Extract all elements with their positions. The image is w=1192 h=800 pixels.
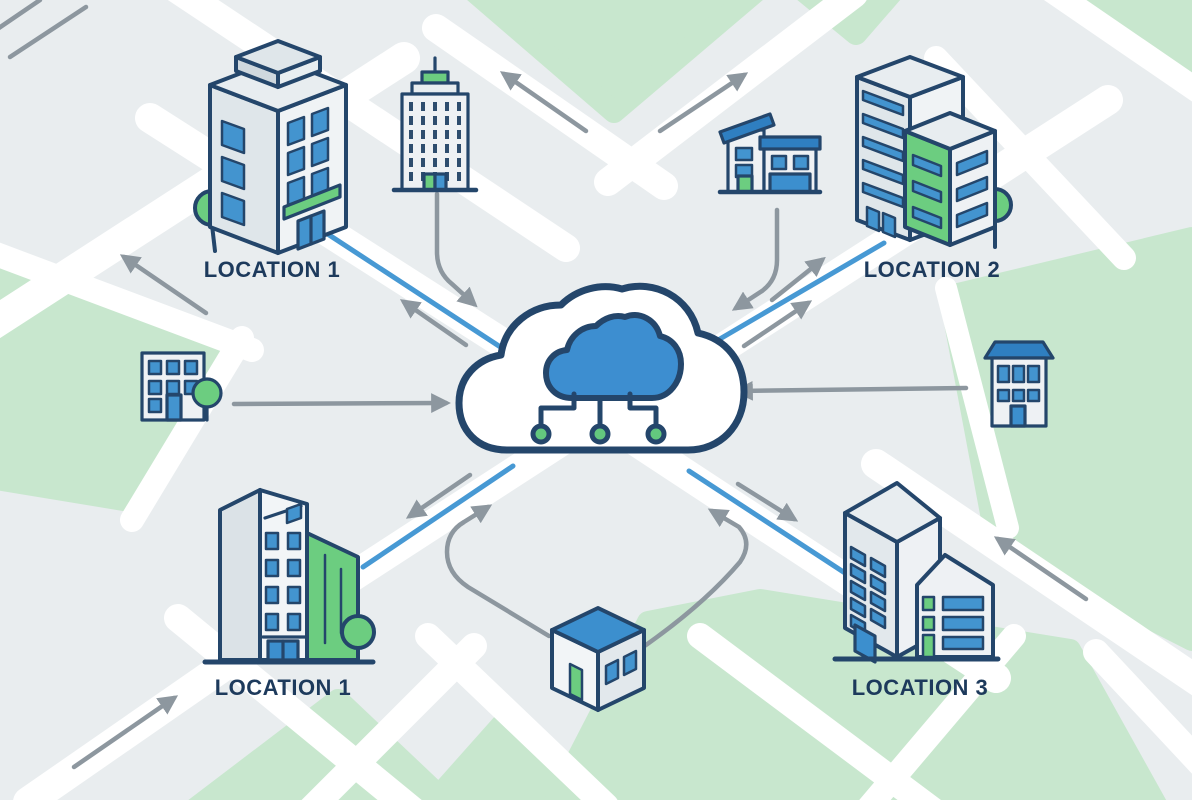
- road: [935, 277, 1019, 539]
- inner-cloud-icon: [543, 312, 684, 401]
- connection-line-location-1-top: [317, 226, 508, 353]
- location-3-building-icon: [832, 481, 1001, 664]
- window-grid: [264, 531, 302, 632]
- roof-box: [234, 39, 322, 75]
- connection-line-location-2: [698, 240, 887, 353]
- roof-cap: [420, 70, 450, 85]
- slanted-roof: [718, 112, 776, 145]
- location-1-bottom-building-icon: [202, 488, 376, 665]
- tree-icon: [340, 614, 376, 650]
- tower-top-face: [843, 481, 942, 544]
- network-link: [627, 391, 659, 429]
- traffic-arrows: [0, 0, 1089, 770]
- awning: [282, 183, 342, 221]
- road: [301, 633, 487, 800]
- location-2-label: LOCATION 2: [864, 257, 1001, 282]
- arrow-up-right-icon: [71, 695, 179, 770]
- network-node: [530, 423, 552, 445]
- green-area: [467, 0, 763, 123]
- window-grid: [861, 89, 905, 239]
- apartment-building-icon: [983, 340, 1055, 428]
- side-panel: [218, 488, 262, 662]
- road-mark: [0, 0, 43, 30]
- road: [687, 623, 941, 800]
- road: [1083, 639, 1192, 774]
- small-office-icon: [140, 351, 223, 422]
- flat-roof: [758, 135, 822, 151]
- connection-line-location-1-bottom: [360, 463, 516, 570]
- road: [1043, 0, 1192, 102]
- door: [921, 633, 936, 659]
- network-node: [645, 423, 667, 445]
- window-grid: [921, 595, 985, 659]
- arrow-up-left-icon: [119, 254, 209, 316]
- tower-top-face: [855, 55, 965, 99]
- arrow-down-right-icon: [735, 481, 799, 522]
- modern-office-icon: [717, 112, 823, 195]
- road: [0, 242, 264, 362]
- road: [120, 326, 254, 532]
- door: [1009, 404, 1027, 428]
- door: [568, 662, 584, 702]
- network-link: [538, 391, 577, 429]
- location-1-top-building-icon: [193, 39, 348, 255]
- road-mark: [7, 4, 89, 60]
- network-node: [589, 423, 611, 445]
- skyscraper-icon: [391, 56, 479, 193]
- arrow-up-left-icon: [399, 299, 469, 348]
- connection-lines: [317, 226, 887, 576]
- door: [736, 174, 754, 194]
- door: [853, 623, 877, 664]
- arrow-to-cloud-icon: [444, 504, 552, 639]
- road: [859, 624, 1026, 800]
- road: [861, 449, 1192, 696]
- roof-step: [410, 81, 460, 96]
- location-1-top-label: LOCATION 1: [204, 257, 341, 282]
- arrow-to-cloud-icon: [434, 191, 478, 308]
- door: [422, 172, 437, 192]
- attic-window: [285, 502, 303, 525]
- arrow-up-right-icon: [741, 300, 813, 349]
- tree-icon: [191, 377, 223, 409]
- green-area: [1068, 0, 1192, 77]
- green-area: [420, 707, 584, 800]
- road: [924, 46, 1136, 270]
- connection-line-location-3: [686, 468, 848, 576]
- window: [770, 154, 788, 171]
- arrow-up-right-icon: [657, 72, 749, 134]
- window: [622, 649, 638, 677]
- roof: [983, 340, 1055, 360]
- cube-house-icon: [550, 606, 646, 712]
- door: [433, 172, 448, 192]
- cloud-hub-icon: [455, 282, 748, 454]
- arrow-to-cloud-icon: [627, 508, 749, 659]
- location-3-label: LOCATION 3: [852, 675, 989, 700]
- arrow-up-right-icon: [769, 256, 826, 303]
- location-1-bottom-label: LOCATION 1: [215, 675, 352, 700]
- window-grid: [996, 364, 1041, 403]
- window: [792, 154, 810, 171]
- door: [165, 393, 183, 422]
- arrow-up-left-icon: [993, 536, 1089, 602]
- arrow-down-left-icon: [405, 472, 473, 519]
- arrow-left-to-cloud-icon: [733, 380, 969, 401]
- garage-door: [768, 172, 812, 194]
- arrow-right-to-cloud-icon: [231, 393, 451, 413]
- window: [604, 658, 620, 686]
- window: [734, 146, 754, 162]
- road: [167, 0, 580, 262]
- cube-top-face: [550, 606, 646, 654]
- annex-top-face: [903, 111, 997, 151]
- road: [415, 623, 618, 800]
- arrow-to-cloud-icon: [731, 207, 780, 311]
- arrow-up-left-icon: [499, 71, 589, 134]
- location-2-building-icon: [855, 55, 1013, 249]
